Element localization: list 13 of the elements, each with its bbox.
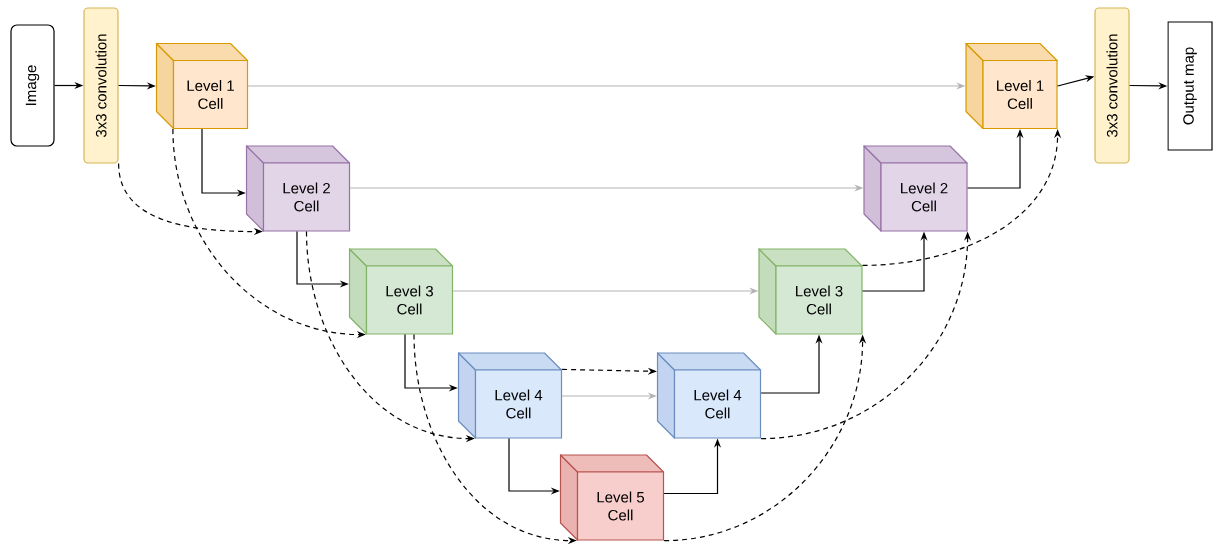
cube: Level 5 Cell bbox=[559, 454, 665, 541]
cube: Level 4 Cell bbox=[656, 352, 762, 439]
cube: Level 1 Cell bbox=[155, 42, 249, 130]
cube: Level 3 Cell bbox=[758, 248, 863, 335]
cube: Level 3 Cell bbox=[348, 248, 454, 335]
cube: Level 2 Cell bbox=[863, 145, 968, 232]
convolution-box: 3x3 convolution bbox=[83, 7, 119, 164]
cube: Level 4 Cell bbox=[457, 352, 563, 439]
output-box: Output map bbox=[1167, 21, 1213, 151]
cube: Level 2 Cell bbox=[245, 145, 351, 232]
input-box: Image bbox=[10, 24, 55, 147]
cube: Level 1 Cell bbox=[965, 42, 1058, 130]
convolution-box: 3x3 convolution bbox=[1094, 7, 1130, 164]
